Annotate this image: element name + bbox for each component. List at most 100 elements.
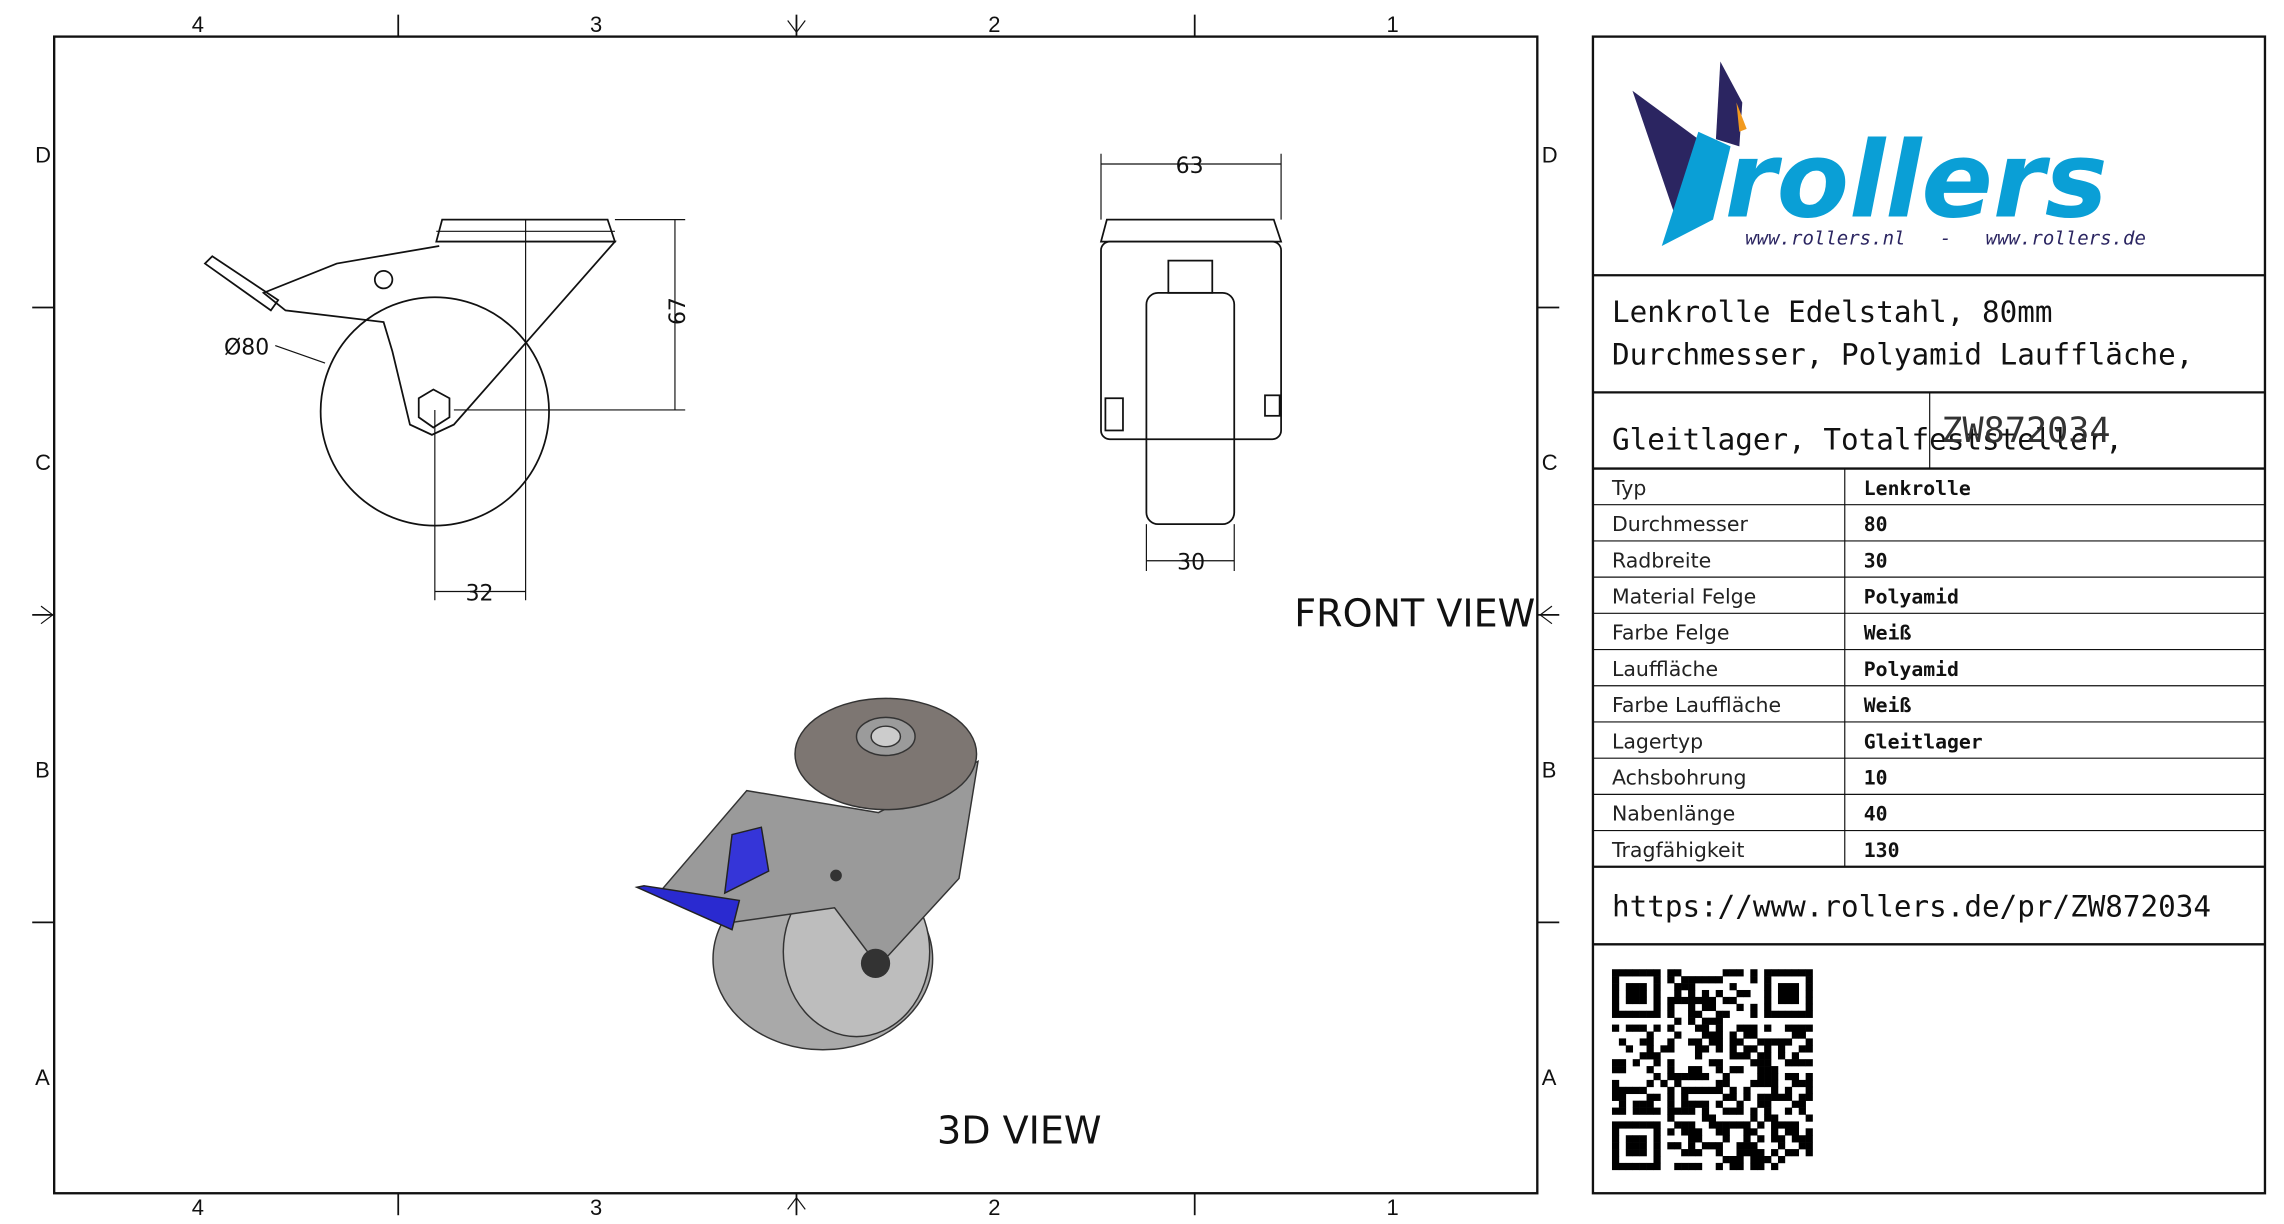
qr-module <box>1791 1072 1800 1081</box>
qr-module <box>1653 1135 1661 1143</box>
qr-module <box>1625 1010 1634 1018</box>
qr-module <box>1653 1010 1661 1018</box>
qr-module <box>1729 1093 1737 1101</box>
qr-module <box>1798 1024 1806 1032</box>
qr-module <box>1791 1059 1800 1067</box>
qr-module <box>1771 1149 1779 1157</box>
qr-module <box>1674 1142 1682 1150</box>
qr-module <box>1618 1107 1627 1115</box>
qr-module <box>1750 1149 1758 1157</box>
side-view: 67 32 Ø80 <box>203 218 691 606</box>
qr-module <box>1611 1059 1620 1067</box>
center-arrow-top-icon <box>787 17 806 34</box>
qr-module <box>1777 1142 1786 1150</box>
description-line-1: Lenkrolle Edelstahl, 80mm <box>1612 295 2053 329</box>
qr-module <box>1798 1100 1806 1108</box>
qr-module <box>1639 996 1647 1005</box>
qr-module <box>1694 1135 1703 1143</box>
qr-module <box>1736 1066 1744 1074</box>
qr-module <box>1639 1010 1647 1018</box>
qr-module <box>1639 983 1647 991</box>
qr-module <box>1722 1135 1730 1143</box>
qr-module <box>1715 1066 1723 1074</box>
qr-module <box>1750 1128 1758 1136</box>
dim-front-width: 63 <box>1176 154 1204 179</box>
qr-module <box>1611 1086 1620 1095</box>
qr-module <box>1715 1010 1723 1018</box>
qr-module <box>1708 976 1717 984</box>
qr-module <box>1639 1121 1647 1129</box>
qr-module <box>1611 1142 1620 1150</box>
qr-module <box>1611 1121 1620 1129</box>
qr-module <box>1805 1024 1813 1032</box>
zone-col-3: 3 <box>590 12 602 37</box>
qr-module <box>1805 996 1813 1005</box>
qr-module <box>1708 1031 1717 1039</box>
qr-module <box>1701 1045 1710 1053</box>
qr-module <box>1667 1059 1675 1067</box>
qr-module <box>1653 1093 1661 1101</box>
qr-module <box>1688 1066 1696 1074</box>
qr-module <box>1771 1135 1779 1143</box>
qr-module <box>1743 1086 1751 1095</box>
qr-module <box>1674 1079 1682 1088</box>
spec-value: 40 <box>1864 803 1888 826</box>
title-block: rollers www.rollers.nl - www.rollers.de … <box>1591 35 2267 1195</box>
qr-module <box>1639 1162 1647 1171</box>
qr-module <box>1708 1059 1717 1067</box>
qr-module <box>1771 1093 1779 1101</box>
axle-nut <box>417 388 451 429</box>
qr-module <box>1688 1135 1696 1143</box>
qr-module <box>1701 1100 1710 1108</box>
qr-module <box>1805 976 1813 984</box>
qr-module <box>1805 1079 1813 1088</box>
qr-module <box>1715 1142 1723 1150</box>
qr-module <box>1757 1093 1765 1101</box>
qr-module <box>1729 1155 1737 1164</box>
qr-module <box>1805 1093 1813 1101</box>
qr-module <box>1750 1079 1758 1088</box>
spec-label: Durchmesser <box>1612 512 1748 536</box>
qr-module <box>1611 969 1620 977</box>
qr-module <box>1653 976 1661 984</box>
qr-module <box>1611 989 1620 998</box>
spec-label: Lauffläche <box>1612 657 1718 681</box>
qr-module <box>1736 1149 1744 1157</box>
qr-module <box>1715 989 1723 998</box>
qr-module <box>1688 1017 1696 1025</box>
qr-module <box>1625 996 1634 1005</box>
qr-module <box>1625 1045 1634 1053</box>
spec-value: 10 <box>1864 767 1888 790</box>
qr-module <box>1632 969 1640 977</box>
qr-module <box>1611 1155 1620 1164</box>
qr-module <box>1653 1162 1661 1171</box>
brake-pedal <box>203 255 280 312</box>
zone-col-2-bottom: 2 <box>988 1195 1000 1220</box>
qr-module <box>1632 1059 1640 1067</box>
qr-module <box>1681 1086 1689 1095</box>
qr-module <box>1715 1079 1723 1088</box>
qr-module <box>1777 1045 1786 1053</box>
qr-module <box>1798 1059 1806 1067</box>
qr-module <box>1625 1121 1634 1129</box>
qr-module <box>1632 989 1640 998</box>
qr-module <box>1694 1128 1703 1136</box>
qr-code[interactable] <box>1611 969 1813 1171</box>
qr-module <box>1618 1066 1627 1074</box>
qr-module <box>1757 1038 1765 1046</box>
zone-col-4: 4 <box>192 12 204 37</box>
qr-module <box>1681 1072 1689 1081</box>
qr-module <box>1646 1093 1654 1101</box>
product-url[interactable]: https://www.rollers.de/pr/ZW872034 <box>1612 890 2211 924</box>
qr-module <box>1681 1100 1689 1108</box>
qr-module <box>1757 1149 1765 1157</box>
spec-value: Polyamid <box>1864 585 1959 608</box>
spec-label: Nabenlänge <box>1612 802 1735 826</box>
qr-module <box>1667 1093 1675 1101</box>
qr-module <box>1653 1052 1661 1060</box>
spec-label: Farbe Felge <box>1612 621 1730 645</box>
qr-module <box>1653 1149 1661 1157</box>
qr-module <box>1646 1107 1654 1115</box>
qr-module <box>1729 969 1737 977</box>
